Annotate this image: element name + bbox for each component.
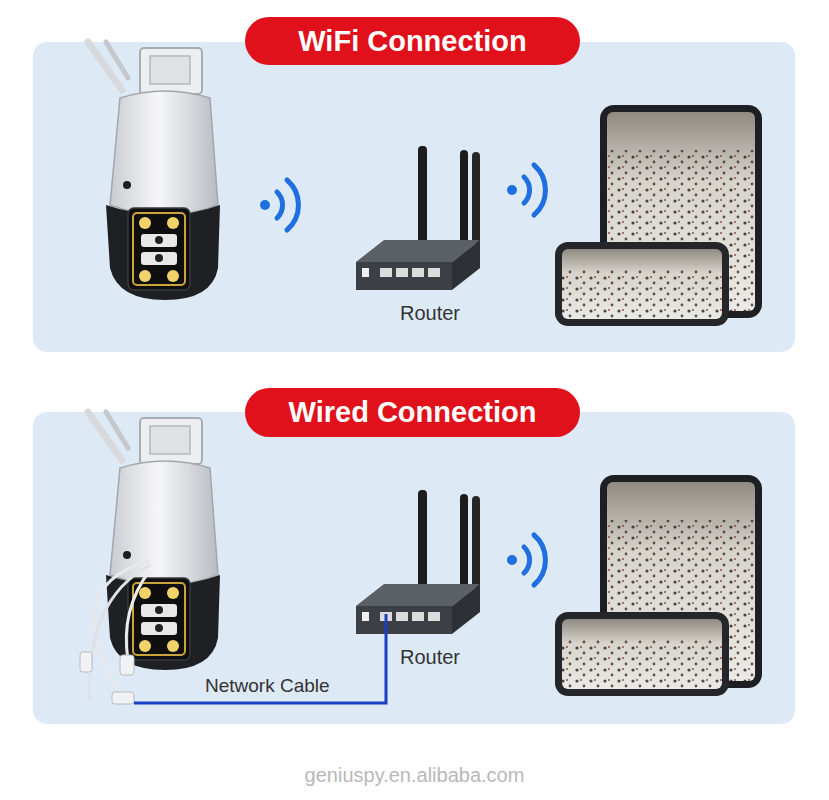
panel-heading: Wired Connection: [245, 388, 580, 437]
router-device: Router: [355, 143, 505, 325]
connection-panel: Wired ConnectionRouter: [33, 412, 795, 724]
device-label: Router: [355, 302, 505, 325]
connection-panel: WiFi ConnectionRouter: [33, 42, 795, 352]
cable-label: Network Cable: [205, 675, 375, 697]
device-label: Router: [355, 646, 505, 669]
watermark: geniuspy.en.alibaba.com: [0, 764, 829, 787]
router-device: Router: [355, 482, 505, 669]
panel-heading: WiFi Connection: [245, 17, 580, 65]
